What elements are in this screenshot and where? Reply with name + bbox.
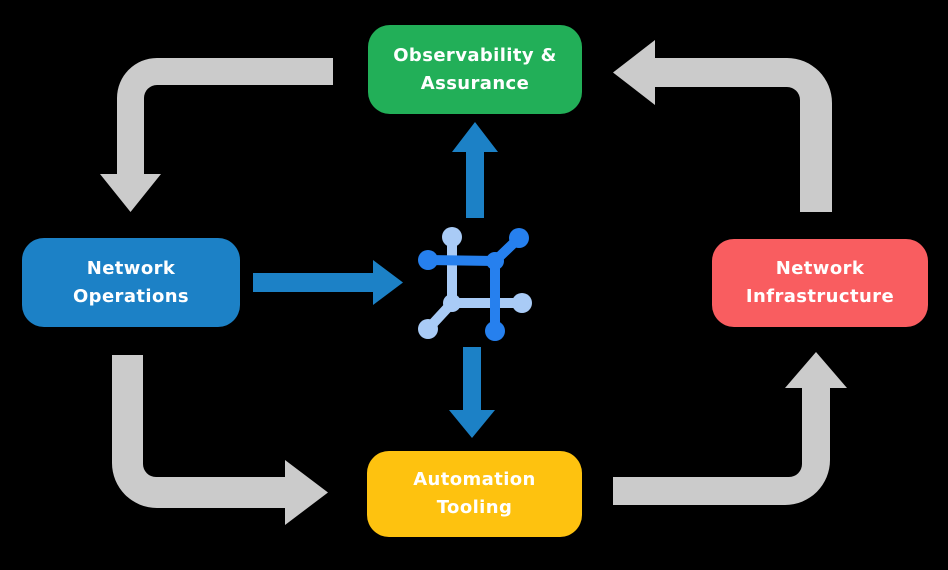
node-label-line: Assurance [420, 72, 530, 94]
node-label-line: Network [775, 258, 865, 279]
network-automation-icon [418, 227, 532, 341]
node-label-line: Network [86, 257, 176, 279]
node-automation-tooling: Automation Tooling [367, 451, 582, 537]
node-label-line: Observability & [393, 44, 557, 66]
arrow-operations-to-center-icon [253, 260, 403, 305]
arrow-operations-to-automation-icon [112, 355, 328, 525]
icon-light-nodes [418, 227, 532, 339]
arrow-center-to-automation-icon [449, 347, 495, 438]
node-label-line: Automation [413, 469, 536, 490]
icon-dark-nodes [418, 228, 529, 341]
arrow-infrastructure-to-observability-icon [613, 40, 832, 212]
node-label-line: Tooling [436, 497, 513, 518]
arrow-center-to-observability-icon [452, 122, 498, 218]
node-network-infrastructure: Network Infrastructure [712, 239, 928, 327]
node-label-line: Infrastructure [745, 286, 895, 307]
node-observability-assurance: Observability & Assurance [368, 25, 582, 114]
node-label-line: Operations [72, 285, 190, 307]
arrow-observability-to-operations-icon [100, 58, 333, 212]
node-network-operations: Network Operations [22, 238, 240, 327]
arrow-automation-to-infrastructure-icon [613, 352, 847, 505]
